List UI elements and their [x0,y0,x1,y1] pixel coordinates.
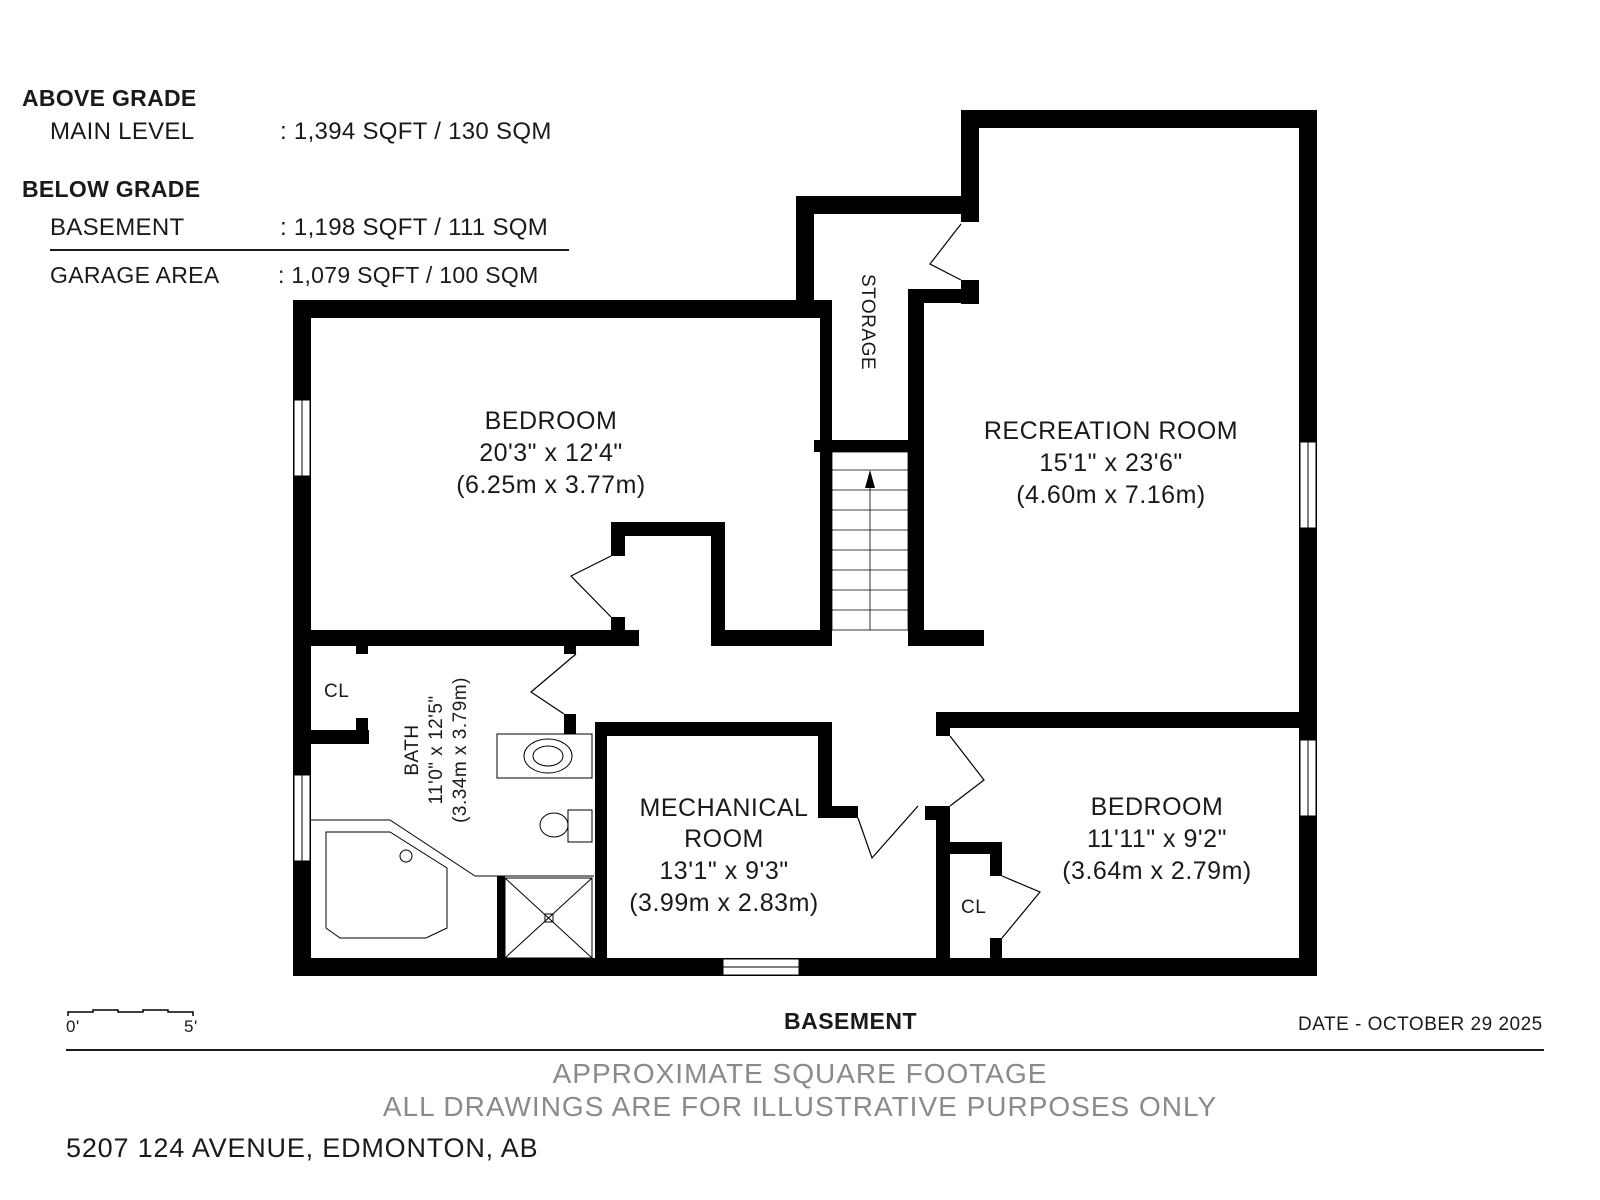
footer-rule [66,1049,1544,1051]
svg-text:ROOM: ROOM [684,825,764,853]
scale-bar: 0' 5' [66,1009,198,1036]
vanity-counter [496,733,593,779]
room-label-mechanical: MECHANICAL ROOM 13'1" x 9'3" (3.99m x 2.… [629,794,819,917]
room-label-recreation: RECREATION ROOM 15'1" x 23'6" (4.60m x 7… [984,417,1238,509]
above-grade-heading: ABOVE GRADE [22,85,197,111]
plan-date: DATE - OCTOBER 29 2025 [1298,1014,1543,1035]
svg-text:BATH: BATH [402,724,423,775]
room-label-bath: BATH 11'0" x 12'5" (3.34m x 3.79m) [402,677,471,823]
svg-text:BEDROOM: BEDROOM [1091,793,1224,821]
room-label-closet-2: CL [961,897,986,918]
svg-text:(3.99m x 2.83m): (3.99m x 2.83m) [629,889,819,917]
svg-text:STORAGE: STORAGE [857,274,878,370]
level-title: BASEMENT [784,1008,918,1034]
room-label-closet-1: CL [324,681,349,702]
svg-text:(3.64m x 2.79m): (3.64m x 2.79m) [1062,857,1252,885]
room-label-bedroom-2: BEDROOM 11'11" x 9'2" (3.64m x 2.79m) [1062,793,1252,885]
toilet-icon [539,812,569,838]
svg-text:(4.60m x 7.16m): (4.60m x 7.16m) [1016,481,1206,509]
svg-text:15'1" x 23'6": 15'1" x 23'6" [1039,449,1183,477]
svg-text:5': 5' [184,1017,198,1036]
basement-label: BASEMENT [50,214,185,241]
shower-icon [504,877,593,959]
summary-total-rule [50,249,569,251]
svg-text:(3.34m x 3.79m): (3.34m x 3.79m) [450,677,471,823]
garage-area-label: GARAGE AREA [50,262,220,288]
svg-text:13'1" x 9'3": 13'1" x 9'3" [659,857,788,885]
disclaimer-line-2: ALL DRAWINGS ARE FOR ILLUSTRATIVE PURPOS… [382,1091,1218,1122]
svg-text:0': 0' [66,1017,80,1036]
disclaimer-line-1: APPROXIMATE SQUARE FOOTAGE [552,1058,1048,1089]
main-level-value: : 1,394 SQFT / 130 SQM [280,118,552,145]
garage-area-value: : 1,079 SQFT / 100 SQM [278,262,539,288]
room-label-bedroom-1: BEDROOM 20'3" x 12'4" (6.25m x 3.77m) [456,407,646,499]
below-grade-heading: BELOW GRADE [22,176,201,202]
stair-arrow-icon [865,470,875,488]
bath-fixtures [311,733,594,959]
main-level-label: MAIN LEVEL [50,118,195,145]
sink-icon [523,738,573,774]
svg-text:BEDROOM: BEDROOM [485,407,618,435]
svg-text:RECREATION ROOM: RECREATION ROOM [984,417,1238,445]
svg-text:11'11" x 9'2": 11'11" x 9'2" [1087,825,1227,853]
basement-value: : 1,198 SQFT / 111 SQM [280,214,549,241]
window-lines [301,400,1309,968]
svg-text:MECHANICAL: MECHANICAL [640,794,809,822]
doors [530,223,1041,939]
svg-text:20'3" x 12'4": 20'3" x 12'4" [479,439,623,467]
svg-text:(6.25m x 3.77m): (6.25m x 3.77m) [456,471,646,499]
walls [293,110,1317,976]
svg-text:11'0" x 12'5": 11'0" x 12'5" [426,695,447,804]
room-label-storage: STORAGE [857,274,878,370]
property-address: 5207 124 AVENUE, EDMONTON, AB [66,1133,539,1163]
bathtub-icon [325,831,448,939]
